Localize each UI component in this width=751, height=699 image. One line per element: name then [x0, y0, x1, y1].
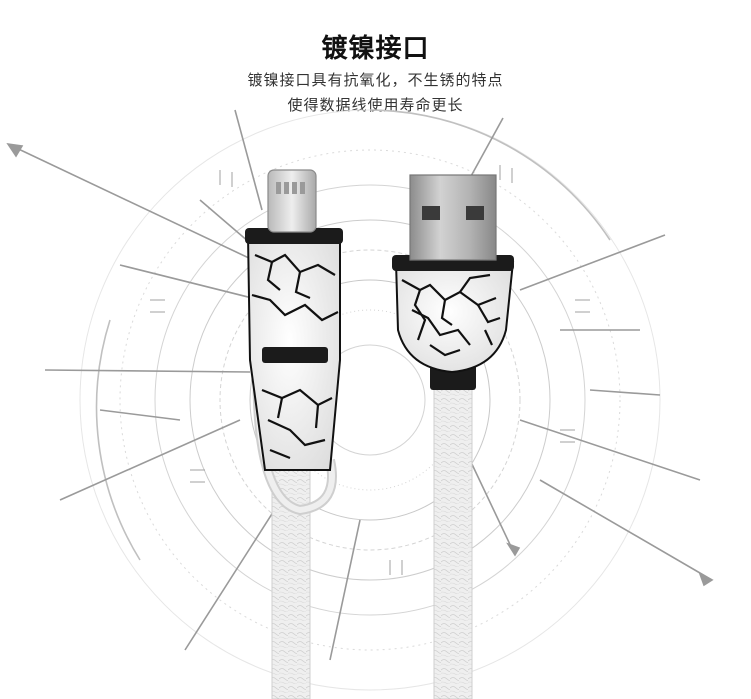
background-tick-marks [150, 165, 590, 575]
crackle-pattern [401, 273, 501, 357]
crackle-pattern-lightning [251, 253, 339, 460]
subtitle-line-2: 使得数据线使用寿命更长 [287, 96, 464, 114]
page-title: 镀镍接口 [321, 34, 430, 64]
background-rays [6, 109, 714, 661]
lightning-connector [245, 169, 343, 699]
background-radial-graphic [79, 109, 661, 691]
subtitle-line-1: 镀镍接口具有抗氧化，不生锈的特点 [247, 71, 504, 89]
usb-a-connector [392, 174, 515, 699]
